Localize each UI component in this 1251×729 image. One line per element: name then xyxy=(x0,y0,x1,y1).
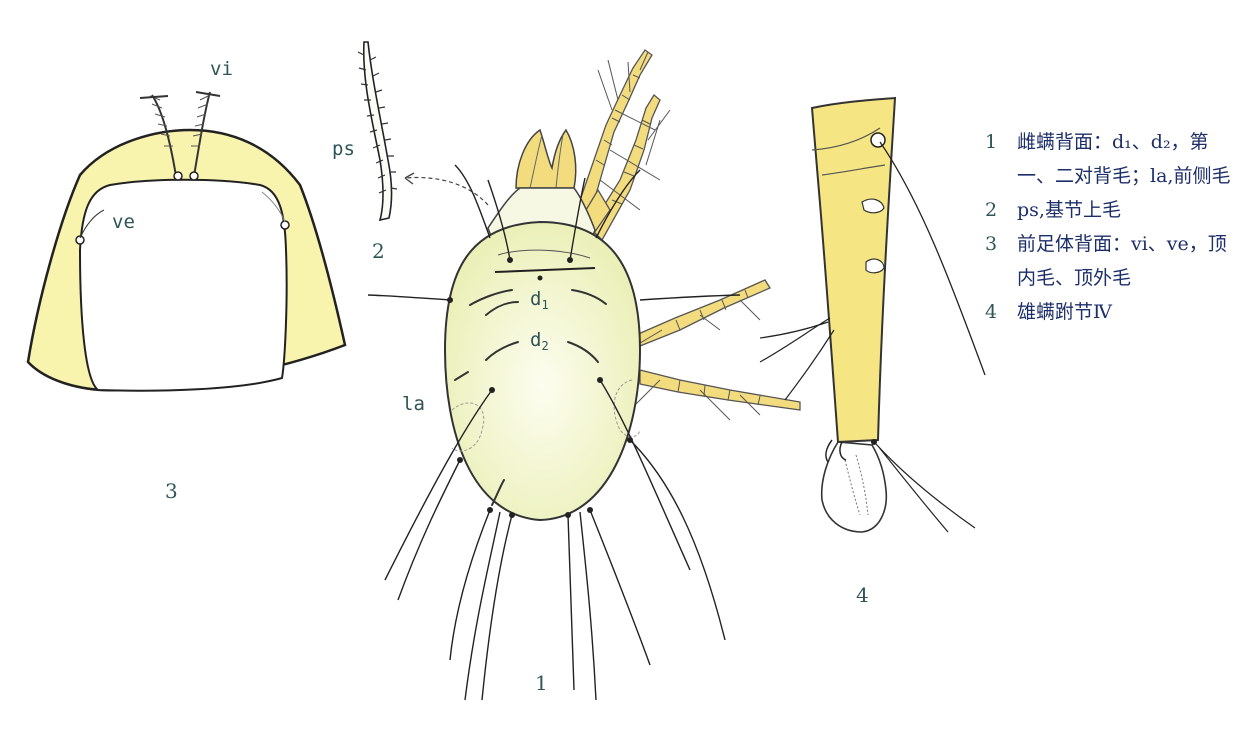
legend-item-2: 2 ps,基节上毛 xyxy=(985,193,1245,227)
legend-text: 雄螨跗节Ⅳ xyxy=(1017,301,1112,323)
label-ps: ps xyxy=(332,138,355,160)
legend-num: 4 xyxy=(985,301,998,323)
legend-item-1: 1 雌螨背面：d₁、d₂，第一、二对背毛；la,前侧毛 xyxy=(985,125,1245,193)
legend-num: 2 xyxy=(985,199,998,221)
legend-text: 前足体背面：vi、ve，顶内毛、顶外毛 xyxy=(1017,233,1227,289)
legend-num: 1 xyxy=(985,131,998,153)
figure-number-3: 3 xyxy=(165,479,178,503)
fig2-supracoxal-seta-drawing xyxy=(357,41,489,222)
legend-text: 雌螨背面：d₁、d₂，第一、二对背毛；la,前侧毛 xyxy=(1017,131,1231,187)
figure-number-4: 4 xyxy=(856,583,869,607)
label-vi: vi xyxy=(210,58,233,80)
label-d2: d2 xyxy=(530,329,549,353)
legend-text: ps,基节上毛 xyxy=(1017,199,1121,221)
fig1-female-mite-drawing xyxy=(367,49,801,701)
figure-legend: 1 雌螨背面：d₁、d₂，第一、二对背毛；la,前侧毛 2 ps,基节上毛 3 … xyxy=(985,125,1245,329)
legend-item-4: 4 雄螨跗节Ⅳ xyxy=(985,295,1245,329)
figure-number-2: 2 xyxy=(372,239,385,263)
fig3-propodosoma-drawing xyxy=(26,91,347,392)
figure-number-1: 1 xyxy=(535,671,548,695)
fig4-male-tarsus-drawing xyxy=(759,96,986,533)
label-d1: d1 xyxy=(530,288,549,312)
legend-item-3: 3 前足体背面：vi、ve，顶内毛、顶外毛 xyxy=(985,227,1245,295)
label-la: la xyxy=(402,393,425,415)
legend-num: 3 xyxy=(985,233,998,255)
label-ve: ve xyxy=(112,211,135,233)
